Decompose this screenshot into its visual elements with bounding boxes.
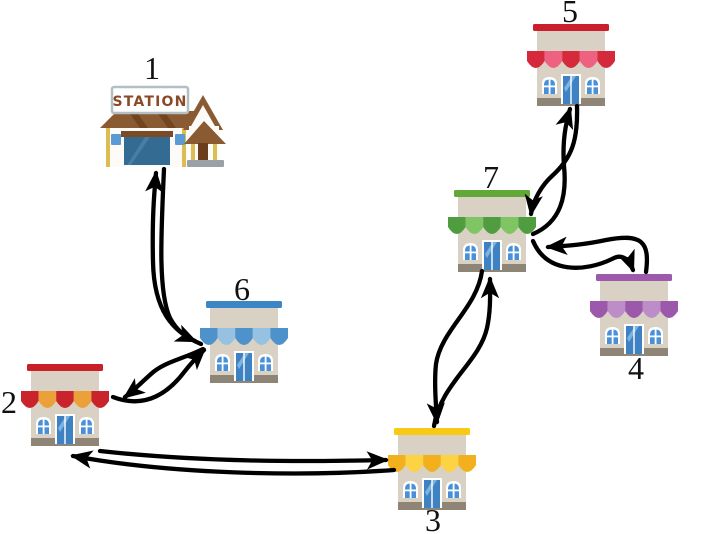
edge-3-to-7	[431, 276, 500, 429]
shop-awning-scallop	[465, 217, 484, 234]
edge-2-to-3	[97, 448, 389, 470]
shop-awning-scallop	[73, 391, 92, 408]
shop-roof-trim	[454, 190, 530, 197]
shop-awning-scallop	[625, 301, 643, 318]
edge-5-to-7	[524, 103, 580, 217]
shop-roof-trim	[27, 364, 103, 371]
shop-awning-scallop	[270, 328, 288, 345]
label-node-3: 3	[425, 502, 441, 534]
shop-awning-scallop	[590, 301, 608, 318]
station-porch-roof	[184, 121, 226, 144]
label-node-1: 1	[144, 50, 160, 86]
shop-awning-scallop	[483, 217, 501, 234]
shop-awning-scallop	[56, 391, 74, 408]
shop-awning-scallop	[217, 328, 236, 345]
edge-7-to-3	[426, 268, 485, 425]
shop-awning-scallop	[562, 51, 580, 68]
shop-awning-scallop	[448, 217, 466, 234]
building-node-7	[448, 190, 536, 272]
shop-roof-trim	[206, 301, 282, 308]
shop-awning-scallop	[518, 217, 536, 234]
shop-awning-scallop	[579, 51, 598, 68]
shop-awning-scallop	[200, 328, 218, 345]
station-window	[111, 134, 121, 145]
label-node-7: 7	[483, 159, 499, 195]
shop-awning-scallop	[423, 455, 441, 472]
label-node-4: 4	[628, 350, 644, 386]
shop-awning-scallop	[458, 455, 476, 472]
shop-awning-scallop	[388, 455, 406, 472]
station-sign-text: STATION	[112, 94, 187, 110]
station-annex-door	[198, 143, 208, 161]
building-node-5	[527, 24, 615, 106]
shop-awning-scallop	[607, 301, 626, 318]
shop-awning-scallop	[440, 455, 459, 472]
shop-awning-scallop	[252, 328, 271, 345]
shop-awning-scallop	[544, 51, 563, 68]
shop-awning-scallop	[642, 301, 661, 318]
edge-3-to-2	[70, 450, 397, 476]
edge-6-to-1	[145, 170, 204, 347]
building-node-6	[200, 301, 288, 383]
edge-4-to-7	[545, 235, 650, 275]
building-node-2	[21, 364, 109, 446]
building-node-4	[590, 274, 678, 356]
edge-7-to-4	[530, 238, 636, 273]
shop-roof-trim	[596, 274, 672, 281]
station-window	[175, 134, 185, 145]
shop-awning-scallop	[597, 51, 615, 68]
shop-awning-scallop	[405, 455, 424, 472]
shop-awning-scallop	[527, 51, 545, 68]
label-node-6: 6	[234, 271, 250, 307]
station-step	[187, 160, 224, 167]
shop-awning-scallop	[500, 217, 519, 234]
shop-awning-scallop	[235, 328, 253, 345]
shop-roof-trim	[394, 428, 470, 435]
station-shutter-bar	[121, 131, 173, 137]
station-sign	[110, 85, 190, 115]
building-node-1: STATION	[100, 85, 226, 167]
building-node-3	[388, 428, 476, 510]
shop-awning-scallop	[21, 391, 39, 408]
shop-awning-scallop	[91, 391, 109, 408]
label-node-2: 2	[1, 384, 17, 420]
edge-2-to-6	[110, 347, 207, 404]
shop-awning-scallop	[660, 301, 678, 318]
shop-awning-scallop	[38, 391, 57, 408]
shop-roof-trim	[533, 24, 609, 31]
label-node-5: 5	[562, 0, 578, 29]
